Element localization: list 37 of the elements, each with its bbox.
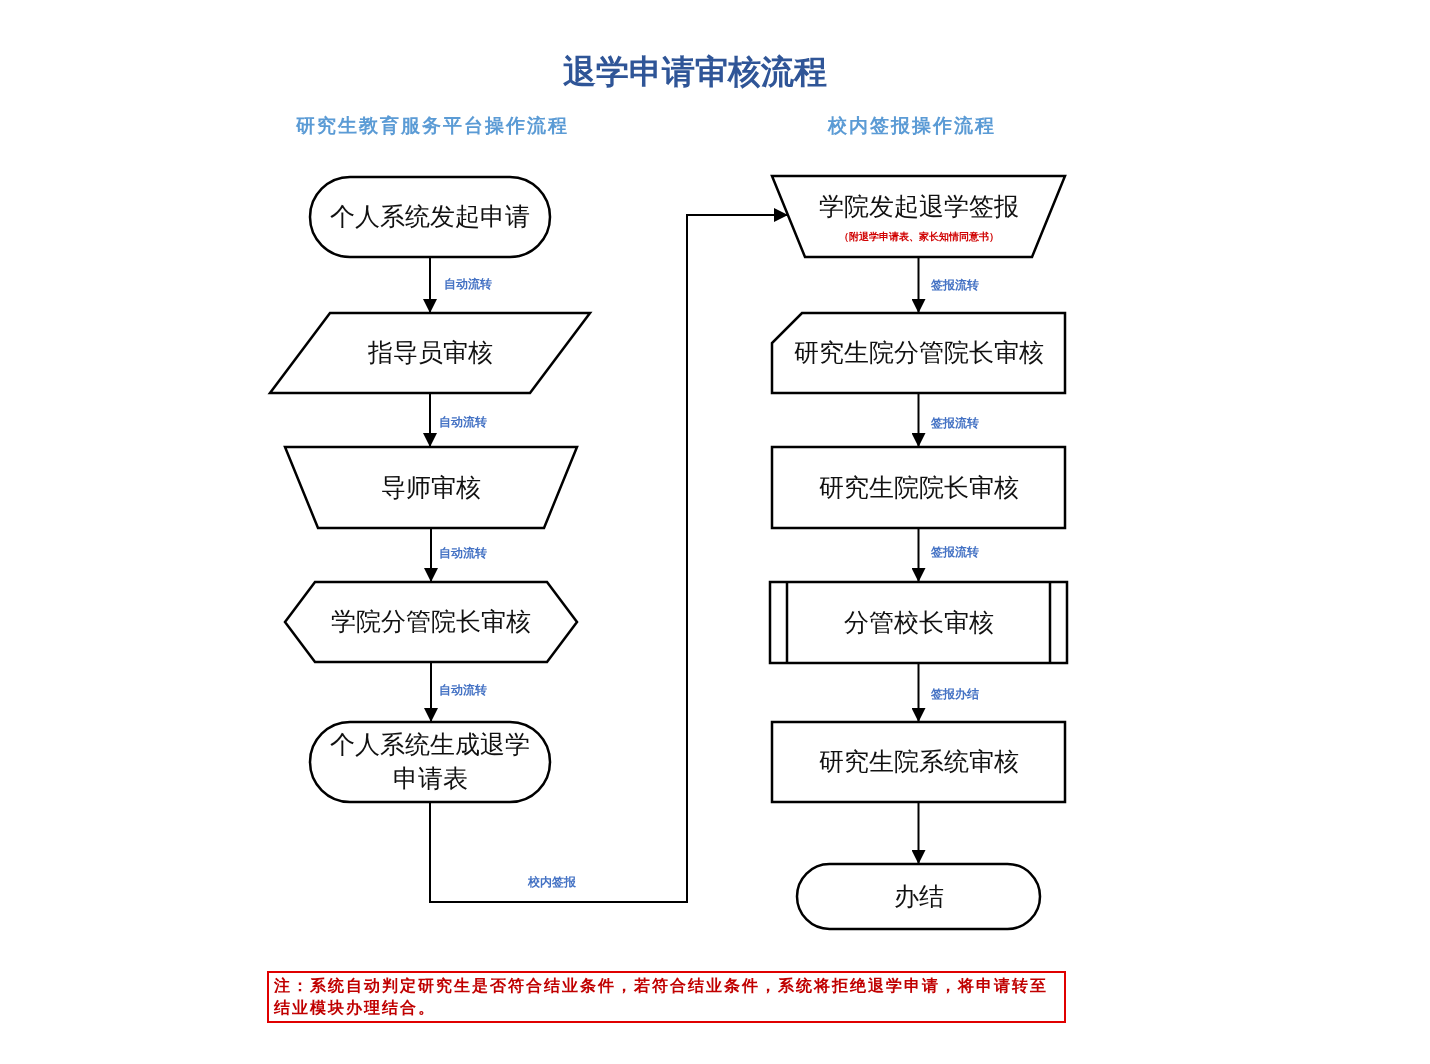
edge-label: 签报流转 xyxy=(930,277,980,294)
arrow xyxy=(429,208,789,903)
edge-label: 签报流转 xyxy=(930,544,980,561)
edge-label: 自动流转 xyxy=(438,414,488,431)
node-text: 办结 xyxy=(893,880,944,913)
trapezoid-box xyxy=(285,447,577,528)
edge-label: 签报流转 xyxy=(930,415,980,432)
column-heading: 校内签报操作流程 xyxy=(828,113,996,138)
edge-label: 自动流转 xyxy=(438,682,488,699)
node-text: 学院发起退学签报 xyxy=(818,190,1019,223)
title: 退学申请审核流程 xyxy=(562,51,828,93)
node-text: 个人系统发起申请 xyxy=(330,201,530,233)
hexagon-box xyxy=(285,582,577,662)
terminal-box xyxy=(310,177,550,257)
parallelogram-box xyxy=(270,313,590,393)
edge-label: 签报办结 xyxy=(930,686,980,703)
card-box xyxy=(772,313,1065,393)
node-text: 研究生院分管院长审核 xyxy=(793,337,1044,369)
edge-label: 自动流转 xyxy=(443,276,493,293)
node-text: 个人系统生成退学申请表 xyxy=(329,729,531,795)
process-box xyxy=(772,447,1065,528)
node-text: 学院分管院长审核 xyxy=(331,606,531,638)
node-text: 研究生院系统审核 xyxy=(818,746,1019,778)
note-text: 注：系统自动判定研究生是否符合结业条件，若符合结业条件，系统将拒绝退学申请，将申请转至结业模块办理结合。 xyxy=(274,975,1049,1019)
trapezoid-box xyxy=(772,176,1065,257)
edge-label: 自动流转 xyxy=(438,545,488,562)
terminal-box xyxy=(310,722,550,802)
attachment-note: （附退学申请表、家长知情同意书） xyxy=(838,229,999,244)
terminal-box xyxy=(797,864,1040,929)
edge-label: 校内签报 xyxy=(527,874,577,891)
process-box xyxy=(772,722,1065,802)
node-text: 分管校长审核 xyxy=(843,606,994,639)
node-text: 指导员审核 xyxy=(367,337,493,369)
column-heading: 研究生教育服务平台操作流程 xyxy=(296,113,569,138)
subprocess-box xyxy=(770,582,1067,663)
node-text: 导师审核 xyxy=(381,471,481,504)
node-text: 研究生院院长审核 xyxy=(818,471,1019,504)
